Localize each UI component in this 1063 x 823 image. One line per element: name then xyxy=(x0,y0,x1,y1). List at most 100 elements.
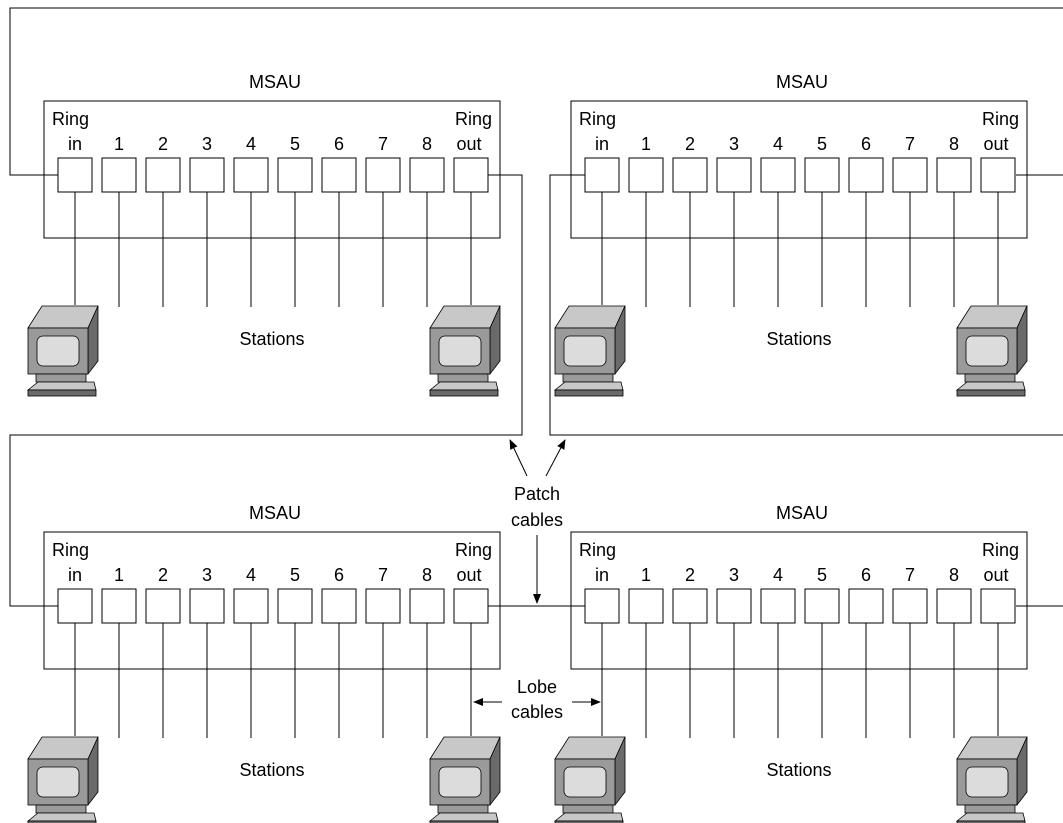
msau-port xyxy=(628,588,664,624)
station-computer-icon xyxy=(429,305,501,397)
port-number-3: 3 xyxy=(729,134,739,154)
port-number-1: 1 xyxy=(114,565,124,585)
msau-port xyxy=(716,157,752,193)
port-number-6: 6 xyxy=(334,134,344,154)
msau-box xyxy=(570,100,1028,239)
port-number-2: 2 xyxy=(158,565,168,585)
msau-port xyxy=(848,588,884,624)
ring-in-label-top: Ring xyxy=(579,109,616,129)
msau-port xyxy=(57,588,93,624)
patch-cable-left-loop xyxy=(9,174,523,607)
patch-arrow-right xyxy=(545,439,566,477)
lobe-cables-annotation: Lobe cables xyxy=(473,677,601,722)
msau-port xyxy=(321,588,357,624)
port-number-8: 8 xyxy=(949,565,959,585)
msau-port xyxy=(189,157,225,193)
msau-port xyxy=(277,157,313,193)
stations-label: Stations xyxy=(239,760,304,780)
port-number-5: 5 xyxy=(817,565,827,585)
stations-label: Stations xyxy=(766,760,831,780)
port-number-2: 2 xyxy=(685,565,695,585)
patch-cables-label-1: Patch xyxy=(514,484,560,504)
station-computer-icon xyxy=(554,736,626,823)
patch-cables-label-2: cables xyxy=(511,510,563,530)
msau-port xyxy=(716,588,752,624)
port-number-5: 5 xyxy=(290,565,300,585)
msau-port xyxy=(760,157,796,193)
station-computer-icon xyxy=(956,736,1028,823)
port-number-5: 5 xyxy=(817,134,827,154)
msau-port xyxy=(145,588,181,624)
msau-port xyxy=(409,157,445,193)
msau-port xyxy=(980,588,1016,624)
msau-box xyxy=(43,531,501,670)
patch-cable-top-loop xyxy=(9,7,1063,176)
lobe-cables-label-2: cables xyxy=(511,702,563,722)
msau-title: MSAU xyxy=(776,503,828,523)
msau-port xyxy=(628,157,664,193)
port-number-4: 4 xyxy=(773,134,783,154)
msau-port xyxy=(365,157,401,193)
station-computer-icon xyxy=(956,305,1028,397)
msau-port xyxy=(453,588,489,624)
ring-in-label-top: Ring xyxy=(52,109,89,129)
msau-title: MSAU xyxy=(249,72,301,92)
port-number-4: 4 xyxy=(246,134,256,154)
msau-port xyxy=(892,588,928,624)
port-number-4: 4 xyxy=(773,565,783,585)
port-number-1: 1 xyxy=(641,565,651,585)
msau-port xyxy=(409,588,445,624)
ring-out-label: out xyxy=(456,565,481,585)
msau-port xyxy=(980,157,1016,193)
msau-port xyxy=(584,588,620,624)
patch-cable-lines xyxy=(9,7,1063,607)
ring-in-label-top: Ring xyxy=(579,540,616,560)
stations-label: Stations xyxy=(239,329,304,349)
msau-port xyxy=(892,157,928,193)
port-number-7: 7 xyxy=(378,134,388,154)
port-number-3: 3 xyxy=(729,565,739,585)
port-number-8: 8 xyxy=(949,134,959,154)
ring-in-label: in xyxy=(68,134,82,154)
msau-title: MSAU xyxy=(776,72,828,92)
patch-arrow-left xyxy=(509,439,528,477)
port-number-3: 3 xyxy=(202,134,212,154)
ring-out-label-top: Ring xyxy=(455,540,492,560)
msau-port xyxy=(365,588,401,624)
patch-cable-right-loop xyxy=(549,174,1063,436)
ring-out-label-top: Ring xyxy=(982,540,1019,560)
msau-port xyxy=(804,157,840,193)
port-number-2: 2 xyxy=(158,134,168,154)
ring-out-label-top: Ring xyxy=(455,109,492,129)
port-number-6: 6 xyxy=(861,565,871,585)
stations-label: Stations xyxy=(766,329,831,349)
msau-port xyxy=(101,157,137,193)
port-number-7: 7 xyxy=(905,565,915,585)
ring-out-label: out xyxy=(983,134,1008,154)
ring-in-label: in xyxy=(595,565,609,585)
port-number-1: 1 xyxy=(641,134,651,154)
station-computer-icon xyxy=(27,305,99,397)
port-number-3: 3 xyxy=(202,565,212,585)
patch-cables-annotation: Patch cables xyxy=(509,439,566,604)
msau-port xyxy=(321,157,357,193)
port-number-4: 4 xyxy=(246,565,256,585)
ring-out-label: out xyxy=(983,565,1008,585)
port-number-7: 7 xyxy=(905,134,915,154)
port-number-6: 6 xyxy=(334,565,344,585)
port-number-7: 7 xyxy=(378,565,388,585)
ring-in-label-top: Ring xyxy=(52,540,89,560)
ring-in-label: in xyxy=(595,134,609,154)
msau-title: MSAU xyxy=(249,503,301,523)
msau-port xyxy=(936,157,972,193)
msau-port xyxy=(277,588,313,624)
msau-port xyxy=(233,157,269,193)
msau-port xyxy=(672,157,708,193)
msau-box xyxy=(43,100,501,239)
msau-port xyxy=(848,157,884,193)
lobe-cables-label-1: Lobe xyxy=(517,677,557,697)
